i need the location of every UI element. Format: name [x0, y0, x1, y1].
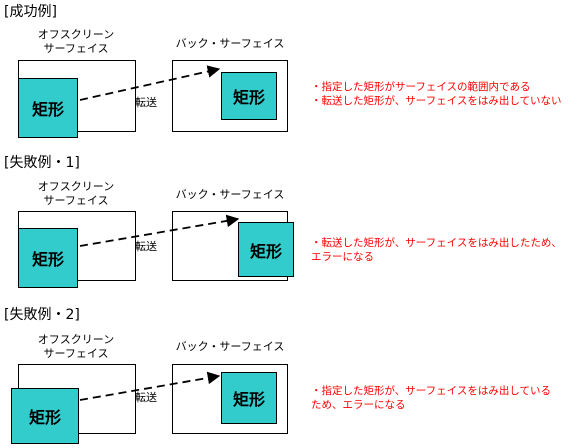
- offscreen-surface-label: オフスクリーン サーフェイス: [26, 333, 126, 361]
- note-line: ・転送した矩形が、サーフェイスをはみ出したため、: [311, 237, 562, 249]
- offscreen-label-line2: サーフェイス: [43, 347, 109, 360]
- section-title-failure-2: [失敗例・2]: [4, 307, 80, 323]
- section-title-failure-1: [失敗例・1]: [4, 155, 80, 171]
- dest-rect: 矩形: [238, 222, 294, 277]
- back-surface-label: バック・サーフェイス: [175, 188, 285, 201]
- transfer-label: 転送: [135, 391, 157, 404]
- note-line: ・指定した矩形がサーフェイスの範囲内である: [311, 81, 531, 93]
- notes-failure-2: ・指定した矩形が、サーフェイスをはみ出している ため、エラーになる: [311, 384, 551, 412]
- note-line: ・転送した矩形が、サーフェイスをはみ出していない: [311, 95, 562, 107]
- rect-label: 矩形: [31, 250, 64, 269]
- note-line: ・指定した矩形が、サーフェイスをはみ出している: [311, 385, 552, 397]
- dest-rect: 矩形: [221, 372, 277, 424]
- offscreen-surface-label: オフスクリーン サーフェイス: [26, 28, 126, 56]
- offscreen-label-line2: サーフェイス: [43, 194, 109, 207]
- rect-label: 矩形: [28, 408, 61, 427]
- notes-failure-1: ・転送した矩形が、サーフェイスをはみ出したため、 エラーになる: [311, 236, 562, 264]
- section-title-success: [成功例]: [4, 4, 57, 20]
- source-rect: 矩形: [18, 78, 78, 138]
- rect-label: 矩形: [232, 390, 265, 409]
- back-surface-label: バック・サーフェイス: [175, 37, 285, 50]
- source-rect: 矩形: [18, 228, 78, 288]
- offscreen-label-line1: オフスクリーン: [37, 180, 115, 193]
- rect-label: 矩形: [232, 88, 265, 107]
- transfer-label: 転送: [135, 240, 157, 253]
- rect-label: 矩形: [31, 100, 64, 119]
- note-line: ため、エラーになる: [311, 399, 406, 411]
- transfer-label: 転送: [135, 96, 157, 109]
- offscreen-label-line1: オフスクリーン: [37, 333, 115, 346]
- dest-rect: 矩形: [221, 72, 277, 120]
- offscreen-label-line2: サーフェイス: [43, 42, 109, 55]
- back-surface-label: バック・サーフェイス: [175, 340, 285, 353]
- notes-success: ・指定した矩形がサーフェイスの範囲内である ・転送した矩形が、サーフェイスをはみ…: [311, 80, 562, 108]
- offscreen-surface-label: オフスクリーン サーフェイス: [26, 180, 126, 208]
- source-rect: 矩形: [11, 388, 79, 444]
- rect-label: 矩形: [249, 241, 282, 261]
- offscreen-label-line1: オフスクリーン: [37, 28, 115, 41]
- note-line: エラーになる: [311, 251, 374, 263]
